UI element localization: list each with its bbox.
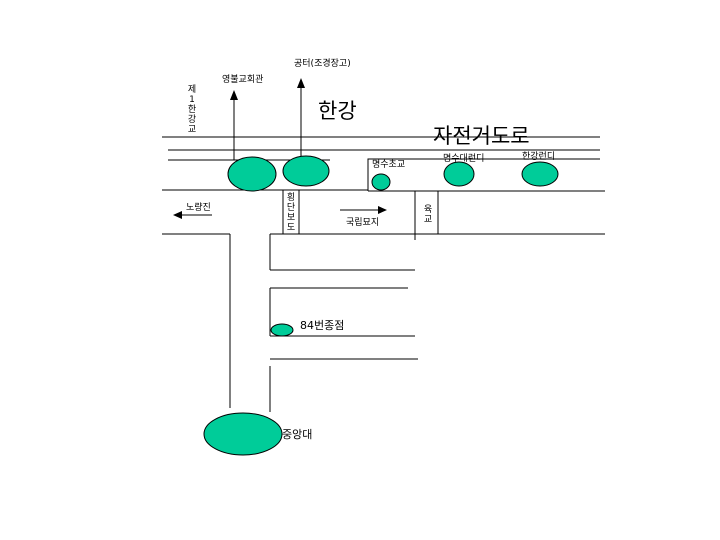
bridge-landmark-left xyxy=(227,156,277,192)
bike-road-label: 자전거도로 xyxy=(433,124,530,148)
national-cemetery-label: 국립묘지 xyxy=(346,217,379,228)
arrow-youngbul-head xyxy=(230,90,238,100)
myungsu-apt-label: 명수대런디 xyxy=(443,153,484,164)
chungang-univ-marker xyxy=(203,412,283,456)
myungsu-apt-marker xyxy=(443,161,475,187)
arrow-gongteo-head xyxy=(297,78,305,88)
store-84-marker xyxy=(270,323,294,337)
arrow-cemetery-head xyxy=(378,206,387,214)
myungsu-school-marker xyxy=(371,173,391,191)
noryangjin-label: 노량진 xyxy=(186,201,211,213)
youngbul-label: 영불교회관 xyxy=(222,74,263,85)
myungsu-school-label: 명수초교 xyxy=(372,159,405,170)
hangang-apt-label: 한강런디 xyxy=(522,151,555,162)
store-84-label: 84번종점 xyxy=(300,319,344,332)
hangang-apt-marker xyxy=(521,161,559,187)
right-block-outline xyxy=(367,158,600,191)
chungang-univ-label: 중앙대 xyxy=(282,428,312,441)
hangang-label: 한강 xyxy=(318,99,357,123)
arrow-noryangjin-head xyxy=(173,211,182,219)
bridge-landmark-right xyxy=(282,155,330,187)
gongteo-label: 공터(조경장고) xyxy=(294,57,351,69)
